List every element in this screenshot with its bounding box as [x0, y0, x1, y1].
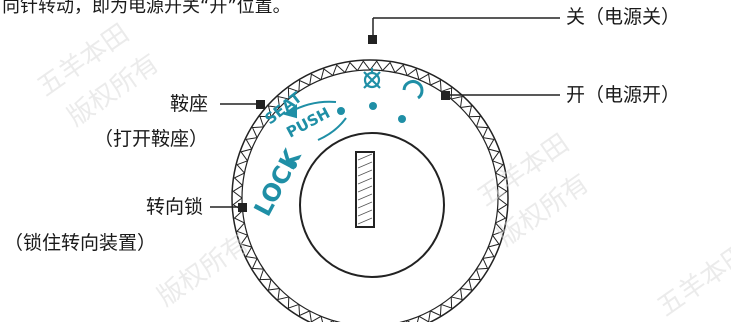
dial-tooth	[277, 288, 289, 301]
dial-tooth	[357, 60, 371, 71]
dial-tooth	[460, 279, 473, 291]
dial-tooth	[495, 210, 507, 224]
dial-tooth	[240, 148, 252, 162]
on-position-dot	[398, 115, 406, 123]
dial-tooth	[406, 316, 420, 322]
dial-tooth	[394, 64, 408, 76]
dial-serration	[232, 60, 508, 322]
dial-tooth	[482, 246, 495, 259]
key-cylinder	[299, 132, 445, 278]
dial-tooth	[251, 258, 264, 270]
leader-lines	[210, 17, 560, 208]
dial-tooth	[460, 105, 473, 117]
label-seat-sub: （打开鞍座）	[94, 128, 209, 150]
dial-tooth	[430, 79, 442, 92]
label-power-on: 开（电源开）	[566, 84, 681, 106]
dial-tooth	[240, 234, 252, 248]
dial-tooth	[309, 73, 322, 86]
dial-tooth	[287, 296, 300, 309]
dial-tooth	[382, 61, 396, 73]
dial-tooth	[320, 316, 334, 322]
dial-tooth	[497, 197, 508, 211]
dial-tooth	[320, 68, 334, 80]
dial-tooth	[369, 60, 383, 71]
dial-tooth	[495, 172, 507, 186]
dial-tooth	[236, 222, 248, 236]
marker-seat	[256, 100, 265, 109]
dial-tooth	[251, 126, 264, 138]
marker-off	[368, 35, 377, 44]
dial-tooth	[406, 68, 420, 80]
key-slot-hatch	[357, 153, 373, 225]
dial-tooth	[468, 115, 481, 128]
dial-tooth	[298, 79, 310, 92]
dial-tooth	[488, 234, 500, 248]
power-on-icon	[402, 80, 424, 100]
label-seat: 鞍座	[170, 93, 209, 115]
dial-tooth	[232, 185, 243, 199]
dial-tooth	[492, 222, 504, 236]
dial-tooth	[451, 288, 463, 301]
dial-tooth	[430, 304, 442, 317]
marker-on	[441, 91, 450, 100]
dial-tooth	[497, 185, 508, 199]
off-position-dot	[369, 102, 377, 110]
dial-tooth	[468, 268, 481, 281]
dial-tooth	[482, 137, 495, 150]
dial-tooth	[344, 61, 358, 73]
label-steering-lock-sub: （锁住转向装置）	[4, 232, 157, 254]
dial-tooth	[259, 268, 272, 281]
dial-tooth	[267, 105, 280, 117]
dial-tooth	[236, 160, 248, 174]
label-power-off: 关（电源关）	[566, 6, 681, 28]
dial-tooth	[488, 148, 500, 162]
dial-tooth	[440, 296, 453, 309]
dial-tooth	[245, 137, 258, 150]
caption-top: 向针转动，即为电源开关“开”位置。	[2, 0, 291, 17]
power-off-icon	[363, 68, 381, 89]
marker-lock	[238, 203, 247, 212]
dial-tooth	[267, 279, 280, 291]
dial-tooth	[492, 160, 504, 174]
dial-tooth	[245, 246, 258, 259]
push-arrow-icon	[282, 100, 347, 141]
dial-tooth	[418, 73, 431, 86]
dial-tooth	[451, 95, 463, 108]
lock-position-dot	[289, 161, 297, 169]
dial-tooth	[476, 258, 489, 270]
label-steering-lock: 转向锁	[146, 196, 204, 218]
dial-tooth	[233, 172, 245, 186]
dial-tooth	[476, 126, 489, 138]
dial-tooth	[277, 95, 289, 108]
dial-tooth	[259, 115, 272, 128]
seat-position-dot	[337, 107, 345, 115]
dial-tooth	[287, 87, 300, 100]
dial-tooth	[332, 64, 346, 76]
dial-tooth	[233, 210, 245, 224]
dial-tooth	[298, 304, 310, 317]
